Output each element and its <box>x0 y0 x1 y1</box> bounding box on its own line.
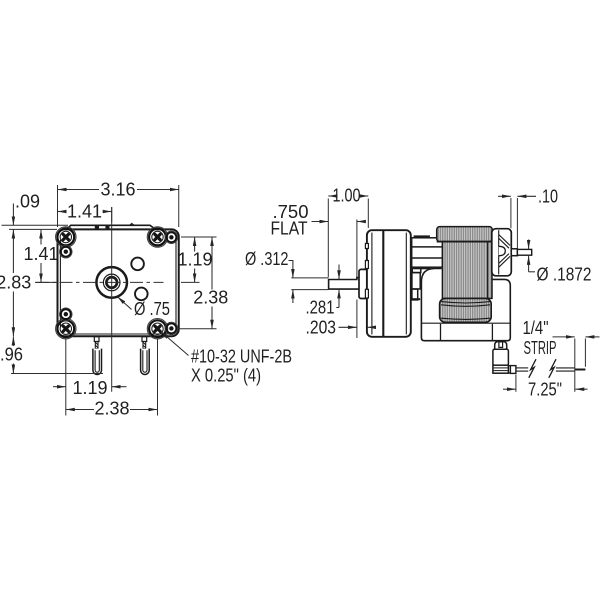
coil-winding-bulge <box>438 297 493 324</box>
side-view: 1.00 .750 FLAT Ø .312 .281 .203 .10 Ø .1… <box>245 186 600 400</box>
dim-screw-to-center-horizontal: 1.19 <box>72 378 107 398</box>
dim-boss-diameter: Ø .75 <box>134 299 170 319</box>
dim-terminal-length: .96 <box>0 345 23 365</box>
dim-flat-length: .750 <box>273 202 309 222</box>
mounting-screws <box>55 226 179 340</box>
gearbox-hole-lower <box>134 286 149 302</box>
wire-break-icon <box>548 358 557 379</box>
dim-rear-hub-offset: .10 <box>538 187 558 207</box>
dim-motor-shaft-diameter: Ø .1872 <box>537 265 592 285</box>
small-screws <box>59 230 179 336</box>
small-screw-bottom-left <box>59 307 73 321</box>
dim-lead-wire-length: 7.25" <box>528 380 562 400</box>
dim-shaft-from-top: 1.41 <box>23 244 58 264</box>
output-shaft <box>327 276 363 290</box>
terminal-right <box>139 336 150 376</box>
thread-note-line2: X 0.25" (4) <box>191 366 261 386</box>
front-view-dimensions <box>1 185 217 416</box>
dim-screw-to-shaft-vertical: 1.19 <box>177 250 212 270</box>
motor-stud-block <box>410 235 444 270</box>
dim-strip-word: STRIP <box>524 338 557 358</box>
wire-break-icon <box>528 358 537 379</box>
dim-overall-width: 3.16 <box>100 180 135 200</box>
motor-rear-hub <box>510 248 519 257</box>
terminal-connector <box>492 340 517 375</box>
thread-note-line1: #10-32 UNF-2B <box>191 347 292 367</box>
stator-lamination-stack <box>435 225 494 300</box>
motor-shaft <box>516 248 533 256</box>
terminal-left <box>92 336 103 376</box>
gearbox-hole-upper <box>130 256 145 272</box>
dim-overall-height: 2.83 <box>0 273 31 293</box>
dim-cover-lip-height: .09 <box>15 192 40 212</box>
motor-mount-flange <box>411 267 422 301</box>
small-screw-top-right <box>164 230 179 245</box>
gearbox-side-body <box>364 229 412 338</box>
small-screw-top-left <box>59 245 73 259</box>
side-view-labels: 1.00 .750 FLAT Ø .312 .281 .203 .10 Ø .1… <box>245 186 592 400</box>
lead-wire <box>515 358 586 379</box>
dim-screw-span-vertical: 2.38 <box>193 288 228 308</box>
small-screw-bottom-right <box>164 321 179 336</box>
dim-output-shaft-length: 1.00 <box>333 186 361 206</box>
centerlines <box>36 207 164 392</box>
dim-screw-span-horizontal: 2.38 <box>94 399 129 419</box>
dim-hub-protrusion: .203 <box>306 318 337 338</box>
dim-output-shaft-diameter: Ø .312 <box>245 249 289 269</box>
dim-flat-word: FLAT <box>271 219 308 239</box>
side-view-dimensions <box>288 194 600 392</box>
dim-shaft-from-left: 1.41 <box>67 202 102 222</box>
dim-strip-length: 1/4" <box>523 318 549 338</box>
dim-flat-height: .281 <box>306 298 335 318</box>
motor-end-bell <box>490 227 513 277</box>
front-view-labels: .09 3.16 1.41 1.41 2.83 1.19 2.38 Ø .75 … <box>0 180 292 419</box>
front-view: .09 3.16 1.41 1.41 2.83 1.19 2.38 Ø .75 … <box>0 180 292 419</box>
spade-terminals <box>92 336 150 376</box>
